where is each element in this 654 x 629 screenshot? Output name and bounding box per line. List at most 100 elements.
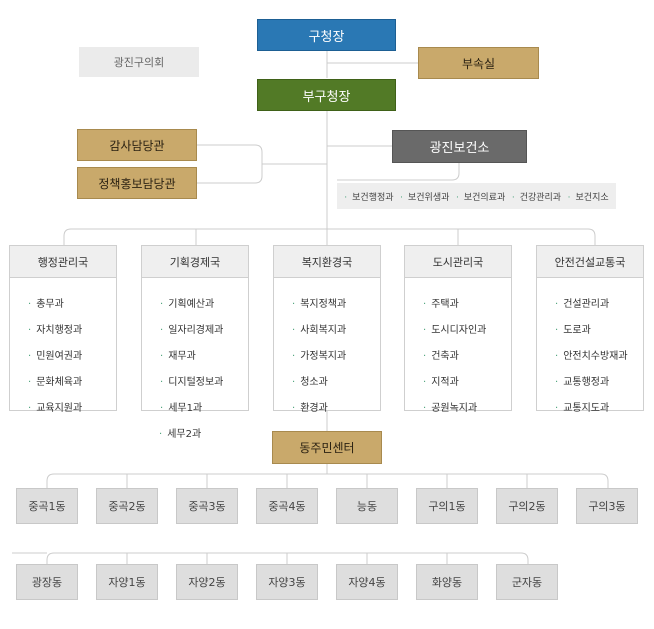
division-item[interactable]: ·환경과	[292, 399, 328, 414]
dong-box[interactable]: 화양동	[416, 564, 478, 600]
bullet-icon: ·	[292, 377, 296, 388]
bullet-icon: ·	[555, 377, 559, 388]
division-item[interactable]: ·복지정책과	[292, 295, 346, 310]
division-item[interactable]: · 재무과	[160, 347, 196, 362]
division-item[interactable]: ·가정복지과	[292, 347, 346, 362]
division-label: 도로과	[563, 325, 591, 336]
division-item[interactable]: · 주택과	[423, 295, 459, 310]
dong-box[interactable]: 자양4동	[336, 564, 398, 600]
division-label: 도시디자인과	[431, 325, 487, 336]
division-label: 복지정책과	[300, 299, 347, 310]
dong-box[interactable]: 중곡3동	[176, 488, 238, 524]
health-division-item[interactable]: · 보건행정과	[344, 190, 393, 203]
division-item[interactable]: ·안전치수방재과	[555, 347, 628, 362]
division-item[interactable]: ·도로과	[555, 321, 591, 336]
dong-box[interactable]: 중곡1동	[16, 488, 78, 524]
dong-box[interactable]: 구의2동	[496, 488, 558, 524]
division-item[interactable]: · 사회복지과	[292, 321, 346, 336]
dong-box[interactable]: 능동	[336, 488, 398, 524]
division-label: 재무과	[168, 351, 196, 362]
bullet-icon: ·	[423, 403, 427, 414]
health-division-item[interactable]: ·보건위생과	[400, 190, 449, 203]
council-box[interactable]: 광진구의회	[79, 47, 199, 77]
division-label: 일자리경제과	[168, 325, 224, 336]
health-division-label: 보건위생과	[408, 192, 450, 203]
division-label: 총무과	[36, 299, 64, 310]
bullet-icon: ·	[555, 351, 559, 362]
bullet-icon: ·	[28, 325, 32, 336]
department-title[interactable]: 행정관리국	[10, 246, 116, 278]
division-item[interactable]: ·일자리경제과	[160, 321, 223, 336]
bullet-icon: ·	[292, 403, 296, 414]
secretariat-box[interactable]: 부속실	[418, 47, 539, 79]
division-item[interactable]: ·기획예산과	[160, 295, 214, 310]
dong-box[interactable]: 광장동	[16, 564, 78, 600]
bullet-icon: ·	[28, 351, 32, 362]
department-admin: 행정관리국 ·총무과 ·자치행정과 ·민원여권과 ·문화체육과 ·교육지원과	[9, 245, 117, 414]
division-label: 주택과	[431, 299, 459, 310]
division-item-extra[interactable]: ·세무2과	[159, 425, 201, 440]
bullet-icon: ·	[344, 192, 348, 203]
health-division-label: 보건지소	[575, 192, 609, 203]
health-division-item[interactable]: ·건강관리과	[512, 190, 561, 203]
department-title[interactable]: 기획경제국	[142, 246, 248, 278]
division-item[interactable]: · 자치행정과	[28, 321, 82, 336]
division-item[interactable]: ·교육지원과	[28, 399, 82, 414]
division-item[interactable]: ·교통지도과	[555, 399, 609, 414]
division-label: 건설관리과	[563, 299, 610, 310]
bullet-icon: ·	[159, 429, 163, 440]
department-safety: 안전건설교통국 ·건설관리과 ·도로과 ·안전치수방재과 ·교통행정과 ·교통지…	[536, 245, 644, 414]
bullet-icon: ·	[292, 325, 296, 336]
health-division-label: 보건행정과	[352, 192, 394, 203]
department-title[interactable]: 복지환경국	[274, 246, 380, 278]
department-urban: 도시관리국 ·주택과 ·도시디자인과 ·건축과 ·지적과 ·공원녹지과	[404, 245, 512, 414]
dong-box[interactable]: 중곡2동	[96, 488, 158, 524]
division-item[interactable]: ·총무과	[28, 295, 64, 310]
division-item[interactable]: ·건설관리과	[555, 295, 609, 310]
division-label: 자치행정과	[36, 325, 83, 336]
department-title[interactable]: 안전건설교통국	[537, 246, 643, 278]
division-item[interactable]: ·지적과	[423, 373, 459, 388]
mayor-box[interactable]: 구청장	[257, 19, 396, 51]
division-item[interactable]: ·세무1과	[160, 399, 202, 414]
division-label: 교통행정과	[563, 377, 610, 388]
division-label: 청소과	[300, 377, 328, 388]
division-label: 민원여권과	[36, 351, 83, 362]
division-item[interactable]: · 교통행정과	[555, 373, 609, 388]
health-division-item[interactable]: ·보건의료과	[456, 190, 505, 203]
division-item[interactable]: · 청소과	[292, 373, 328, 388]
dong-box[interactable]: 자양3동	[256, 564, 318, 600]
department-title[interactable]: 도시관리국	[405, 246, 511, 278]
division-label: 가정복지과	[300, 351, 347, 362]
dong-box[interactable]: 구의3동	[576, 488, 638, 524]
health-center-box[interactable]: 광진보건소	[392, 130, 527, 163]
bullet-icon: ·	[28, 377, 32, 388]
bullet-icon: ·	[423, 299, 427, 310]
health-center-divisions: · 보건행정과 ·보건위생과 ·보건의료과 ·건강관리과 ·보건지소	[337, 183, 616, 209]
division-label: 디지털정보과	[168, 377, 224, 388]
health-division-label: 건강관리과	[519, 192, 562, 203]
dong-box[interactable]: 군자동	[496, 564, 558, 600]
division-item[interactable]: · 도시디자인과	[423, 321, 486, 336]
dong-box[interactable]: 자양2동	[176, 564, 238, 600]
division-item[interactable]: ·건축과	[423, 347, 459, 362]
deputy-mayor-box[interactable]: 부구청장	[257, 79, 396, 111]
dong-box[interactable]: 중곡4동	[256, 488, 318, 524]
division-label: 교통지도과	[563, 403, 610, 414]
dong-box[interactable]: 구의1동	[416, 488, 478, 524]
bullet-icon: ·	[28, 403, 32, 414]
division-item[interactable]: ·디지털정보과	[160, 373, 223, 388]
division-label: 사회복지과	[300, 325, 347, 336]
bullet-icon: ·	[160, 403, 164, 414]
dong-box[interactable]: 자양1동	[96, 564, 158, 600]
division-item[interactable]: ·문화체육과	[28, 373, 82, 388]
community-center-box[interactable]: 동주민센터	[272, 431, 382, 464]
division-item[interactable]: · 민원여권과	[28, 347, 82, 362]
division-label: 건축과	[431, 351, 459, 362]
bullet-icon: ·	[160, 351, 164, 362]
health-division-item[interactable]: ·보건지소	[568, 190, 609, 203]
bullet-icon: ·	[423, 325, 427, 336]
audit-office-box[interactable]: 감사담당관	[77, 129, 197, 161]
division-item[interactable]: ·공원녹지과	[423, 399, 477, 414]
policy-office-box[interactable]: 정책홍보담당관	[77, 167, 197, 199]
